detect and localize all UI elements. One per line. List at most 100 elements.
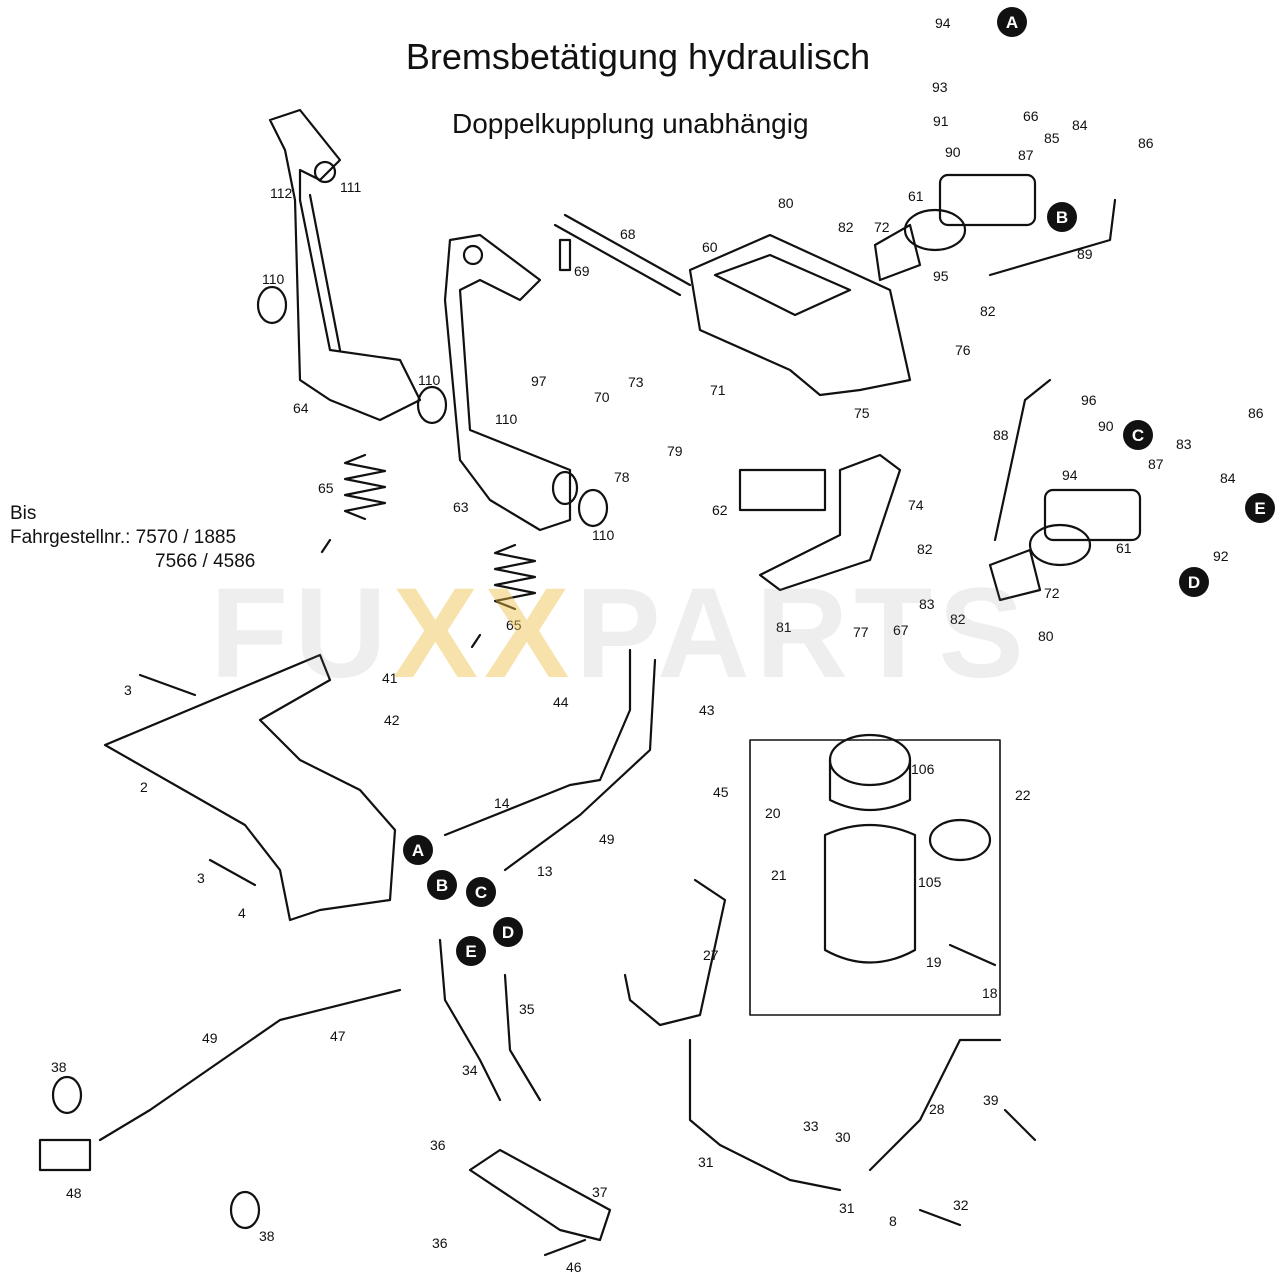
bolt-39 [1003,1108,1037,1142]
bush-110-a [256,285,288,325]
bush-110-c [577,488,609,528]
part-label-81: 81 [776,619,792,635]
part-label-4: 4 [238,905,246,921]
pipe-27 [623,878,727,1027]
bracket-74 [758,453,902,592]
part-label-35: 35 [519,1001,535,1017]
part-label-86: 86 [1138,135,1154,151]
part-label-18: 18 [982,985,998,1001]
strainer-105 [928,818,992,862]
part-label-73: 73 [628,374,644,390]
part-label-78: 78 [614,469,630,485]
page-subtitle: Doppelkupplung unabhängig [452,108,809,139]
part-label-65: 65 [318,480,334,496]
connector-a-badge: A [997,7,1027,37]
spring-65-upper [320,453,387,554]
part-label-84: 84 [1072,117,1088,133]
part-label-110-3: 110 [495,411,518,427]
serial-note-line3: 7566 / 4586 [155,551,256,572]
part-label-19: 19 [926,954,942,970]
connector-c-badge: C [1123,420,1153,450]
bush-110-b [416,385,448,425]
part-label-88: 88 [993,427,1009,443]
part-label-93: 93 [932,79,948,95]
part-label-46: 46 [566,1259,582,1275]
part-label-38: 38 [51,1059,67,1075]
part-label-82-4: 82 [950,611,966,627]
part-label-79: 79 [667,443,683,459]
part-label-31-2: 31 [839,1200,855,1216]
boot-72-lower [988,548,1042,602]
svg-text:A: A [412,841,424,860]
part-label-87: 87 [1018,147,1034,163]
part-label-48: 48 [66,1185,82,1201]
master-cylinder-61-lower [1043,488,1142,542]
part-label-76: 76 [955,342,971,358]
part-label-61-2: 61 [1116,540,1132,556]
part-label-62: 62 [712,502,728,518]
bolt-3-upper [138,673,197,697]
part-label-41: 41 [382,670,398,686]
watermark-part1: FU [210,562,393,705]
part-label-74: 74 [908,497,924,513]
svg-text:A: A [1006,13,1018,32]
bolt-46 [543,1238,587,1257]
part-label-110-2: 110 [418,372,441,388]
svg-text:E: E [1254,499,1265,518]
spring-65-lower [470,543,537,649]
part-label-94: 94 [935,15,951,31]
pipe-34 [438,938,502,1102]
pipe-14 [443,648,632,837]
pin-69 [558,238,572,272]
part-label-60: 60 [702,239,718,255]
part-label-82: 82 [838,219,854,235]
part-label-97: 97 [531,373,547,389]
part-label-87-2: 87 [1148,456,1164,472]
bolt-18 [948,943,997,967]
part-label-80-2: 80 [1038,628,1054,644]
plug-48 [38,1138,92,1172]
bolt-3-lower [208,858,257,887]
part-label-21: 21 [771,867,787,883]
part-label-63: 63 [453,499,469,515]
part-label-47: 47 [330,1028,346,1044]
part-label-38-2: 38 [259,1228,275,1244]
connector-b-badge-2: B [427,870,457,900]
part-label-31: 31 [698,1154,714,1170]
grommet-38-a [51,1075,83,1115]
part-label-83: 83 [919,596,935,612]
svg-text:B: B [1056,208,1068,227]
connector-c-badge-2: C [466,877,496,907]
serial-note: Bis Fahrgestellnr.: 7570 / 1885 7566 / 4… [10,502,255,574]
part-label-82-3: 82 [917,541,933,557]
part-label-89: 89 [1077,246,1093,262]
part-label-33: 33 [803,1118,819,1134]
part-label-43: 43 [699,702,715,718]
pipe-35 [503,973,542,1102]
unit-62 [738,468,827,512]
pipe-28 [868,1038,1002,1172]
part-label-112: 112 [270,185,293,201]
serial-note-line2: Fahrgestellnr.: 7570 / 1885 [10,527,237,548]
connector-e-badge: E [1245,493,1275,523]
page-title: Bremsbetätigung hydraulisch [405,36,871,77]
svg-text:E: E [465,942,476,961]
bolt-32 [918,1208,962,1227]
part-label-77: 77 [853,624,869,640]
part-label-106: 106 [911,761,935,777]
serial-note-line1: Bis [10,503,37,524]
part-label-67: 67 [893,622,909,638]
connector-d-badge: D [1179,567,1209,597]
part-label-65-2: 65 [506,617,522,633]
part-label-105: 105 [918,874,942,890]
part-label-14: 14 [494,795,510,811]
part-label-32: 32 [953,1197,969,1213]
watermark: FUXXPARTS [210,560,1030,707]
part-label-34: 34 [462,1062,478,1078]
pipe-89 [988,198,1117,277]
part-label-20: 20 [765,805,781,821]
part-label-22: 22 [1015,787,1031,803]
part-label-39: 39 [983,1092,999,1108]
part-label-91: 91 [933,113,949,129]
